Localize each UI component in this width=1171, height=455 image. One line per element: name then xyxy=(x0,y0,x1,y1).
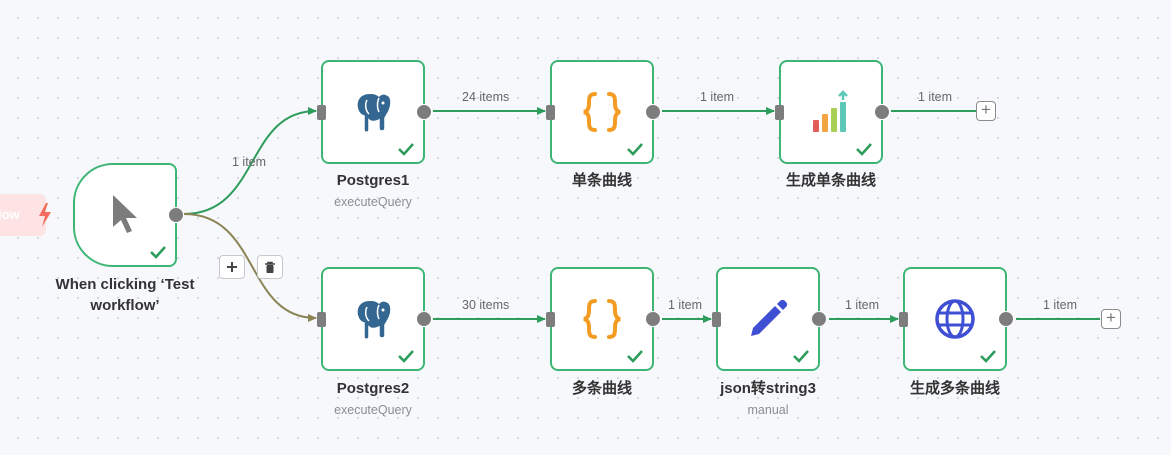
add-node-button[interactable]: + xyxy=(1101,309,1121,329)
node-title: json转string3 xyxy=(720,380,816,397)
bar-chart-icon xyxy=(813,90,848,132)
success-check-icon xyxy=(627,143,643,156)
output-handle[interactable] xyxy=(416,104,432,120)
node-multi-curve[interactable] xyxy=(546,267,661,371)
code-braces-icon xyxy=(583,92,621,132)
edge-trigger-postgres1[interactable] xyxy=(183,107,317,215)
edge-add-button[interactable] xyxy=(219,255,245,279)
node-single-curve[interactable] xyxy=(546,60,661,164)
edge-label: 30 items xyxy=(462,298,510,312)
edge-label: 24 items xyxy=(462,90,510,104)
output-handle[interactable] xyxy=(645,104,661,120)
edge-delete-button[interactable] xyxy=(257,255,283,279)
add-node-button[interactable]: + xyxy=(976,101,996,121)
output-handle[interactable] xyxy=(811,311,827,327)
edge-label: 1 item xyxy=(918,90,953,104)
node-postgres1[interactable] xyxy=(317,60,432,164)
postgres-elephant-icon xyxy=(356,92,392,133)
success-check-icon xyxy=(980,350,996,363)
node-generate-single[interactable] xyxy=(775,60,890,164)
output-handle[interactable] xyxy=(874,104,890,120)
node-postgres2[interactable] xyxy=(317,267,432,371)
success-check-icon xyxy=(856,143,872,156)
node-title: 生成单条曲线 xyxy=(785,172,876,189)
node-generate-multi[interactable] xyxy=(899,267,1014,371)
edge-label: 1 item xyxy=(700,90,735,104)
input-handle[interactable] xyxy=(317,312,326,327)
success-check-icon xyxy=(398,350,414,363)
postgres-elephant-icon xyxy=(356,299,392,340)
edge-label: 1 item xyxy=(1043,298,1078,312)
node-trigger[interactable] xyxy=(73,163,184,267)
input-handle[interactable] xyxy=(546,312,555,327)
lightning-icon xyxy=(39,203,51,227)
trigger-tag[interactable]: low xyxy=(0,194,46,236)
node-title: 单条曲线 xyxy=(571,172,632,189)
node-subtitle: manual xyxy=(747,403,789,417)
input-handle[interactable] xyxy=(317,105,326,120)
trigger-tag-label: low xyxy=(0,207,20,222)
output-handle[interactable] xyxy=(998,311,1014,327)
output-handle[interactable] xyxy=(416,311,432,327)
input-handle[interactable] xyxy=(899,312,908,327)
edge-trigger-postgres2[interactable] xyxy=(183,213,317,322)
node-title: When clicking ‘Test workflow’ xyxy=(55,276,195,314)
node-title: Postgres1 xyxy=(336,172,410,189)
node-json-to-string[interactable] xyxy=(712,267,827,371)
node-title: 多条曲线 xyxy=(571,380,632,397)
plus-icon xyxy=(227,262,237,272)
input-handle[interactable] xyxy=(712,312,721,327)
input-handle[interactable] xyxy=(775,105,784,120)
trash-icon xyxy=(265,261,275,273)
cursor-icon xyxy=(113,195,137,233)
output-handle[interactable] xyxy=(168,207,184,223)
edge-label: 1 item xyxy=(845,298,880,312)
input-handle[interactable] xyxy=(546,105,555,120)
node-subtitle: executeQuery xyxy=(334,195,412,209)
node-title: Postgres2 xyxy=(336,380,410,397)
edge-label: 1 item xyxy=(668,298,703,312)
node-title: 生成多条曲线 xyxy=(909,380,1000,397)
success-check-icon xyxy=(398,143,414,156)
success-check-icon xyxy=(627,350,643,363)
edge-label: 1 item xyxy=(232,155,267,169)
code-braces-icon xyxy=(583,299,621,339)
success-check-icon xyxy=(793,350,809,363)
output-handle[interactable] xyxy=(645,311,661,327)
success-check-icon xyxy=(150,246,166,259)
pencil-icon xyxy=(751,299,788,336)
globe-icon xyxy=(935,299,975,339)
node-subtitle: executeQuery xyxy=(334,403,412,417)
